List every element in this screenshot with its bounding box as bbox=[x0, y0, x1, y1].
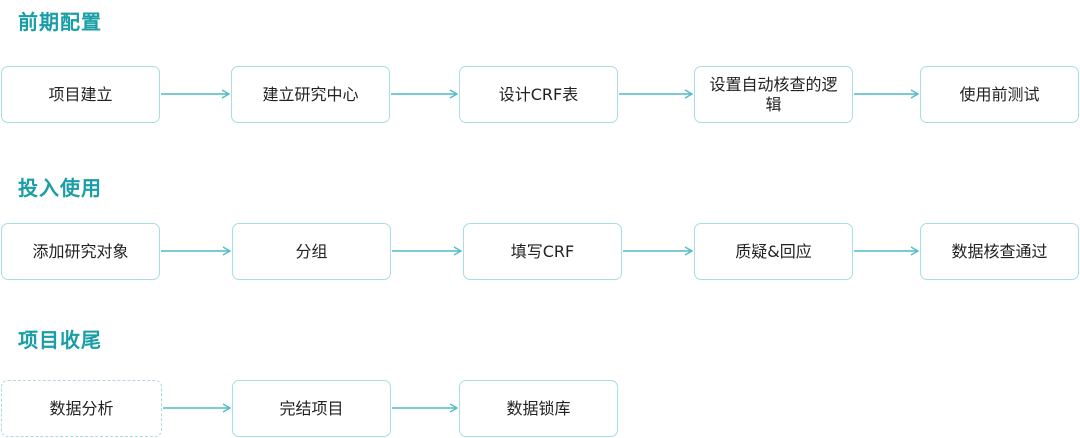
section-title-config: 前期配置 bbox=[18, 10, 102, 34]
step-complete-project[interactable]: 完结项目 bbox=[232, 380, 391, 437]
section-title-closing: 项目收尾 bbox=[18, 328, 102, 352]
step-project-setup[interactable]: 项目建立 bbox=[1, 66, 160, 123]
step-data-analysis[interactable]: 数据分析 bbox=[1, 380, 162, 437]
step-query-response[interactable]: 质疑&回应 bbox=[694, 223, 853, 280]
step-design-crf[interactable]: 设计CRF表 bbox=[459, 66, 618, 123]
section-title-use: 投入使用 bbox=[18, 176, 102, 200]
step-fill-crf[interactable]: 填写CRF bbox=[463, 223, 622, 280]
step-auto-check-logic[interactable]: 设置自动核查的逻辑 bbox=[694, 66, 853, 123]
step-data-check-passed[interactable]: 数据核查通过 bbox=[920, 223, 1079, 280]
step-create-center[interactable]: 建立研究中心 bbox=[231, 66, 390, 123]
step-add-subjects[interactable]: 添加研究对象 bbox=[1, 223, 160, 280]
step-pre-use-test[interactable]: 使用前测试 bbox=[920, 66, 1079, 123]
step-data-lock[interactable]: 数据锁库 bbox=[459, 380, 618, 437]
step-grouping[interactable]: 分组 bbox=[232, 223, 391, 280]
